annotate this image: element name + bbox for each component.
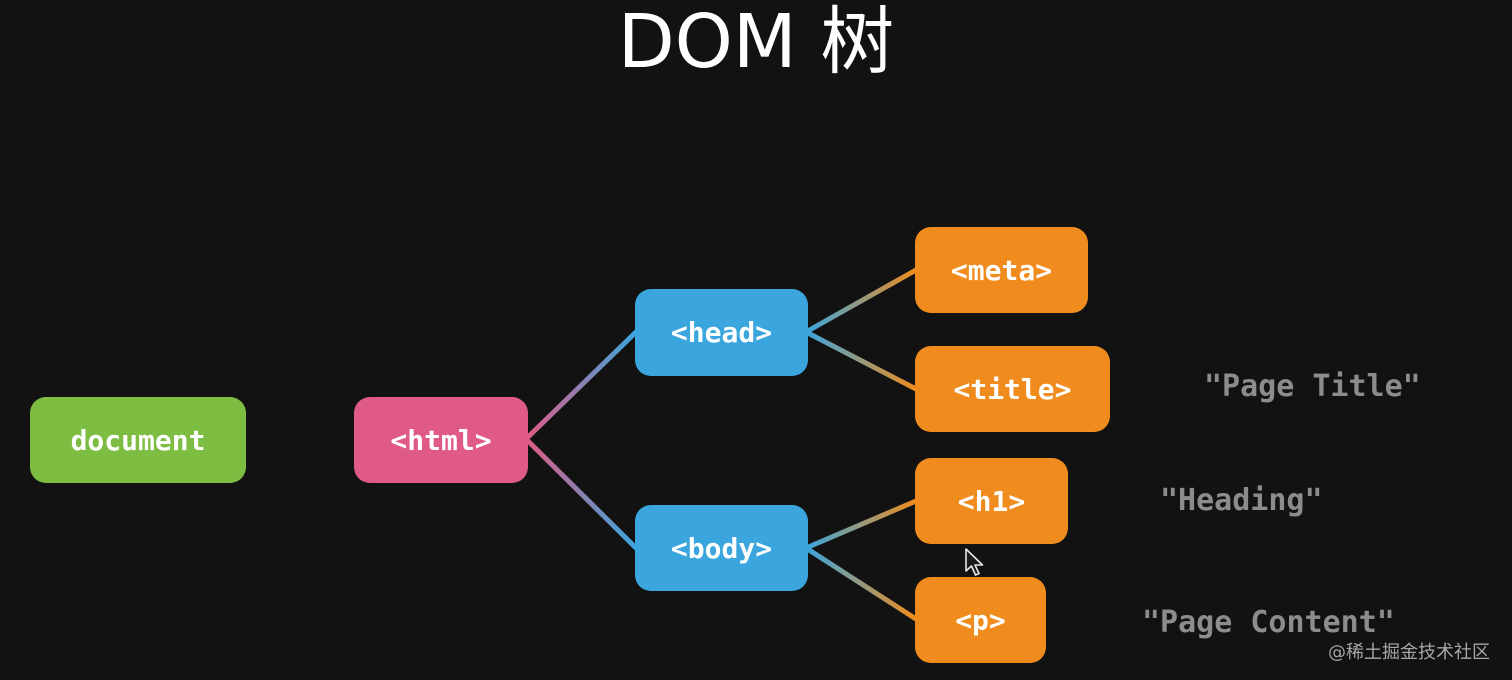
text-node-heading: "Heading" <box>1160 483 1323 518</box>
mouse-cursor-icon <box>965 548 984 576</box>
edge-body-p <box>803 545 919 622</box>
node-body: <body> <box>635 505 808 591</box>
node-head: <head> <box>635 289 808 376</box>
node-h1: <h1> <box>915 458 1068 544</box>
text-node-page-content: "Page Content" <box>1142 605 1395 640</box>
text-node-page-title: "Page Title" <box>1204 369 1421 404</box>
node-document: document <box>30 397 246 483</box>
edge-head-meta <box>803 267 919 335</box>
edge-head-title <box>803 329 919 392</box>
edge-body-h1 <box>803 498 919 551</box>
watermark: @稀土掘金技术社区 <box>1328 642 1490 663</box>
node-title: <title> <box>915 346 1110 432</box>
edge-html-body <box>523 436 639 551</box>
diagram-title: DOM 树 <box>617 0 895 85</box>
node-html: <html> <box>354 397 528 483</box>
node-meta: <meta> <box>915 227 1088 313</box>
node-p: <p> <box>915 577 1046 663</box>
edge-html-head <box>523 329 639 442</box>
